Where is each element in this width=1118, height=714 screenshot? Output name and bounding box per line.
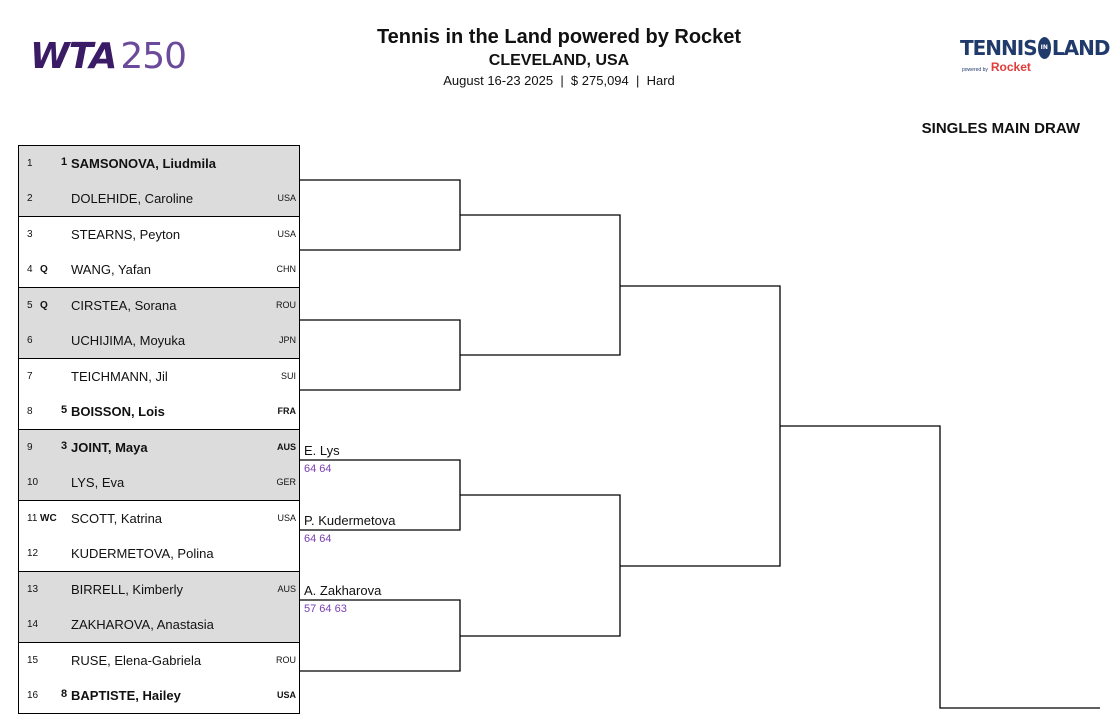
entry-number: 5 bbox=[27, 300, 33, 311]
draw-entry-row: 2 DOLEHIDE, Caroline USA bbox=[19, 181, 299, 216]
round1-bracket bbox=[300, 319, 461, 391]
player-name: STEARNS, Peyton bbox=[71, 227, 181, 242]
player-name: WANG, Yafan bbox=[71, 262, 151, 277]
draw-entry-row: 7 TEICHMANN, Jil SUI bbox=[19, 359, 299, 394]
player-country: ROU bbox=[276, 655, 296, 665]
entry-seed: 8 bbox=[61, 688, 68, 700]
entry-number: 4 bbox=[27, 264, 33, 275]
entry-number: 8 bbox=[27, 406, 33, 417]
entry-seed: 3 bbox=[61, 440, 68, 452]
entry-number: 7 bbox=[27, 371, 33, 382]
entry-number: 14 bbox=[27, 619, 39, 630]
player-country: CHN bbox=[276, 264, 297, 274]
player-country: USA bbox=[277, 193, 296, 203]
entry-number: 6 bbox=[27, 335, 33, 346]
entry-number: 11 bbox=[27, 513, 38, 524]
entry-number: 16 bbox=[27, 690, 39, 701]
round1-bracket bbox=[300, 179, 461, 251]
player-name: LYS, Eva bbox=[71, 475, 125, 490]
entry-number: 2 bbox=[27, 193, 33, 204]
player-name: KUDERMETOVA, Polina bbox=[71, 546, 214, 561]
player-name: RUSE, Elena-Gabriela bbox=[71, 653, 202, 668]
entry-number: 13 bbox=[27, 584, 39, 595]
semifinal-bracket bbox=[780, 425, 1100, 709]
entry-seed: 5 bbox=[61, 404, 68, 416]
player-name: JOINT, Maya bbox=[71, 440, 148, 455]
round2-bracket bbox=[460, 214, 621, 356]
draw-entry-row: 14 ZAKHAROVA, Anastasia bbox=[19, 607, 299, 642]
player-country: AUS bbox=[276, 442, 296, 452]
tournament-title: Tennis in the Land powered by Rocket bbox=[376, 26, 742, 48]
player-country: SUI bbox=[280, 371, 296, 381]
player-name: SAMSONOVA, Liudmila bbox=[71, 156, 216, 171]
match-score: 64 64 bbox=[304, 533, 332, 545]
draw-entry-row: 15 RUSE, Elena-Gabriela ROU bbox=[19, 643, 299, 678]
match-score: 57 64 63 bbox=[304, 603, 347, 615]
entry-number: 1 bbox=[27, 158, 33, 169]
player-name: SCOTT, Katrina bbox=[71, 511, 163, 526]
player-name: TEICHMANN, Jil bbox=[71, 369, 168, 384]
tennis-ball-icon: IN THE bbox=[1037, 37, 1051, 73]
match-winner: P. Kudermetova bbox=[304, 513, 396, 528]
player-name: BIRRELL, Kimberly bbox=[71, 582, 183, 597]
match-block: 13 BIRRELL, Kimberly AUS 14 ZAKHAROVA, Anast… bbox=[18, 571, 300, 643]
match-winner: E. Lys bbox=[304, 443, 340, 458]
match-score: 64 64 bbox=[304, 463, 332, 475]
draw-entry-row: 12 KUDERMETOVA, Polina bbox=[19, 536, 299, 571]
player-name: DOLEHIDE, Caroline bbox=[71, 191, 194, 206]
round2-bracket bbox=[460, 494, 621, 637]
player-name: UCHIJIMA, Moyuka bbox=[71, 333, 186, 348]
match-winner: A. Zakharova bbox=[304, 583, 382, 598]
draw-entry-row: 10 LYS, Eva GER bbox=[19, 465, 299, 500]
player-name: CIRSTEA, Sorana bbox=[71, 298, 177, 313]
player-name: BOISSON, Lois bbox=[71, 404, 165, 419]
player-name: ZAKHAROVA, Anastasia bbox=[71, 617, 214, 632]
player-name: BAPTISTE, Hailey bbox=[71, 688, 181, 703]
draw-entry-row: 13 BIRRELL, Kimberly AUS bbox=[19, 572, 299, 607]
draw-entry-row: 3 STEARNS, Peyton USA bbox=[19, 217, 299, 252]
entry-seed: 1 bbox=[61, 156, 68, 168]
tournament-details: August 16-23 2025 | $ 275,094 | Hard bbox=[443, 73, 675, 88]
entry-number: 9 bbox=[27, 442, 33, 453]
player-country: USA bbox=[276, 690, 296, 700]
player-country: USA bbox=[277, 229, 296, 239]
draw-entry-row: 6 UCHIJIMA, Moyuka JPN bbox=[19, 323, 299, 358]
tournament-location: CLEVELAND, USA bbox=[488, 52, 630, 69]
player-country: FRA bbox=[277, 406, 297, 416]
quarterfinal-bracket bbox=[620, 285, 781, 567]
entry-status: Q bbox=[40, 264, 48, 275]
entry-number: 10 bbox=[27, 477, 39, 488]
player-country: AUS bbox=[277, 584, 296, 594]
entry-number: 15 bbox=[27, 655, 39, 666]
entry-number: 12 bbox=[27, 548, 39, 559]
entry-status: Q bbox=[40, 300, 48, 311]
player-country: JPN bbox=[278, 335, 296, 345]
player-country: GER bbox=[276, 477, 296, 487]
player-country: USA bbox=[277, 513, 296, 523]
draw-label: SINGLES MAIN DRAW bbox=[921, 120, 1080, 137]
player-country: ROU bbox=[276, 300, 296, 310]
entry-number: 3 bbox=[27, 229, 33, 240]
entry-status: WC bbox=[40, 513, 57, 524]
